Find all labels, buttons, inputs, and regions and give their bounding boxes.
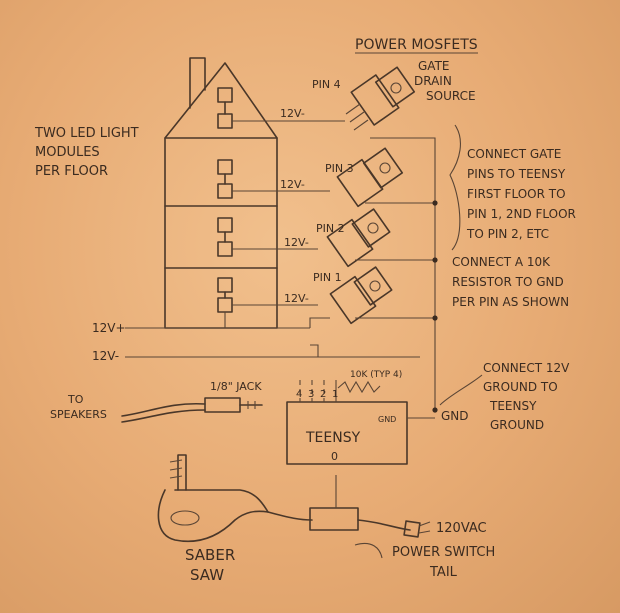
power-switch-tail <box>309 475 431 559</box>
teensy-label: TEENSY <box>305 430 361 446</box>
ground-note-arrow <box>439 374 483 406</box>
pin4-label: PIN 4 <box>312 78 341 91</box>
volt-label-1: 12V- <box>284 292 309 305</box>
gate-note-line4: PIN 1, 2ND FLOOR <box>467 207 576 221</box>
power-switch-label-line2: TAIL <box>429 565 458 580</box>
mosfet-wires <box>224 120 345 328</box>
jack-label: 1/8" JACK <box>210 380 262 393</box>
gate-note-line3: FIRST FLOOR TO <box>467 187 566 201</box>
teensy-pin3: 3 <box>308 389 314 400</box>
pin2-label: PIN 2 <box>316 222 345 235</box>
ground-note-line1: CONNECT 12V <box>483 361 570 375</box>
power-rails <box>125 317 420 358</box>
speakers-label-line1: TO <box>67 393 84 406</box>
audio-jack <box>121 397 263 423</box>
ground-note-line2: GROUND TO <box>483 380 558 394</box>
gate-note-line5: TO PIN 2, ETC <box>466 227 549 241</box>
teensy-pin-leads <box>299 380 435 419</box>
drain-label: DRAIN <box>414 74 452 88</box>
ground-note-line4: GROUND <box>490 418 544 432</box>
led-note-line1: TWO LED LIGHT <box>34 126 139 141</box>
teensy-pin0: 0 <box>331 450 338 463</box>
resistor-note-line1: CONNECT A 10K <box>452 255 551 269</box>
ground-bus <box>355 137 438 413</box>
saber-saw-label-line1: SABER <box>185 546 235 564</box>
teensy-pin2: 2 <box>320 389 326 400</box>
source-label: SOURCE <box>426 89 476 103</box>
mosfet-2 <box>326 208 391 268</box>
gate-note-line1: CONNECT GATE <box>467 147 561 161</box>
led-modules <box>217 87 233 313</box>
ac-label: 120VAC <box>436 521 487 536</box>
resistor-note-line2: RESISTOR TO GND <box>452 275 564 289</box>
power-mosfets-title: POWER MOSFETS <box>355 37 478 53</box>
teensy-pin4: 4 <box>296 389 302 400</box>
teensy-board <box>286 401 408 465</box>
callout-arrow <box>354 542 383 559</box>
mosfet-4 <box>345 66 416 131</box>
house-building <box>164 57 278 329</box>
volt-label-4: 12V- <box>280 107 305 120</box>
volt-label-2: 12V- <box>284 236 309 249</box>
mosfet-3 <box>336 147 404 208</box>
saber-saw-label-line2: SAW <box>190 566 224 584</box>
chimney <box>189 57 206 109</box>
saber-saw <box>157 454 313 543</box>
gate-note-brace <box>449 124 461 251</box>
power-switch-label-line1: POWER SWITCH <box>392 545 495 560</box>
gate-note-line2: PINS TO TEENSY <box>467 167 566 181</box>
ground-note-line3: TEENSY <box>489 399 537 413</box>
speakers-label-line2: SPEAKERS <box>50 408 107 421</box>
led-note-line2: MODULES <box>35 145 100 160</box>
rail-minus-label: 12V- <box>92 349 119 363</box>
rail-plus-label: 12V+ <box>92 321 126 335</box>
gnd-label: GND <box>441 409 469 423</box>
pin3-label: PIN 3 <box>325 162 354 175</box>
pin1-label: PIN 1 <box>313 271 342 284</box>
volt-label-3: 12V- <box>280 178 305 191</box>
teensy-pin1: 1 <box>332 389 338 400</box>
resistor-note-line3: PER PIN AS SHOWN <box>452 295 569 309</box>
led-note-line3: PER FLOOR <box>35 164 108 179</box>
resistor-label: 10K (TYP 4) <box>350 370 402 380</box>
gate-label: GATE <box>418 59 450 73</box>
mosfet-1 <box>329 266 393 325</box>
teensy-gnd-label: GND <box>378 415 396 424</box>
